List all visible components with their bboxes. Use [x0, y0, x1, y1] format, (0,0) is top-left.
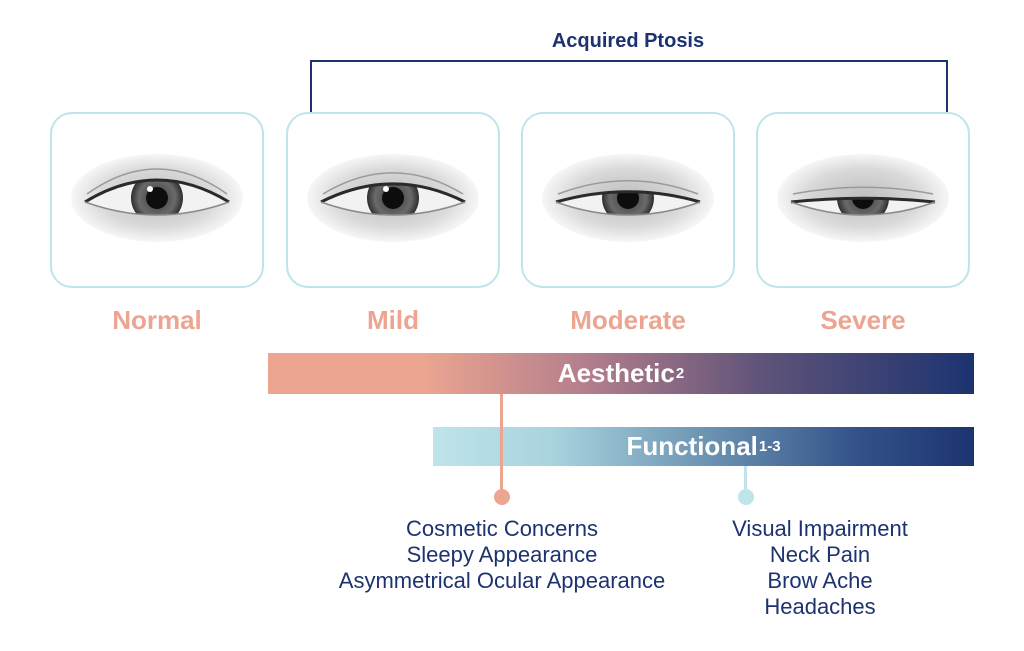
list-item: Asymmetrical Ocular Appearance — [338, 568, 666, 593]
stage-label-moderate: Moderate — [570, 305, 686, 335]
acquired-ptosis-bracket — [310, 60, 948, 112]
stage-label-normal: Normal — [112, 305, 202, 335]
eye-card-moderate — [521, 112, 735, 288]
functional-bar-superscript: 1-3 — [758, 438, 781, 455]
functional-bar-label: Functional — [626, 431, 758, 461]
aesthetic-connector-dot — [494, 489, 510, 505]
stage-label-mild: Mild — [367, 305, 419, 335]
list-item: Neck Pain — [769, 542, 871, 567]
aesthetic-symptom-list: Cosmetic Concerns Sleepy Appearance Asym… — [280, 516, 724, 594]
list-item: Sleepy Appearance — [406, 542, 598, 567]
eye-icon — [307, 154, 479, 242]
eye-icon — [777, 154, 949, 242]
aesthetic-connector-line — [500, 394, 503, 494]
functional-symptom-list: Visual Impairment Neck Pain Brow Ache He… — [690, 516, 950, 620]
list-item: Cosmetic Concerns — [406, 516, 598, 541]
list-item: Brow Ache — [767, 568, 873, 593]
aesthetic-bar-superscript: 2 — [675, 365, 685, 382]
acquired-ptosis-label: Acquired Ptosis — [551, 30, 705, 52]
eye-icon — [542, 154, 714, 242]
list-item: Headaches — [764, 594, 876, 619]
eye-card-normal — [50, 112, 264, 288]
stage-label-severe: Severe — [820, 305, 906, 335]
aesthetic-bar-label: Aesthetic — [557, 358, 675, 388]
eye-icon — [71, 154, 243, 242]
eye-card-mild — [286, 112, 500, 288]
functional-connector-line — [744, 466, 747, 494]
functional-connector-dot — [738, 489, 754, 505]
eye-card-severe — [756, 112, 970, 288]
list-item: Visual Impairment — [732, 516, 908, 541]
